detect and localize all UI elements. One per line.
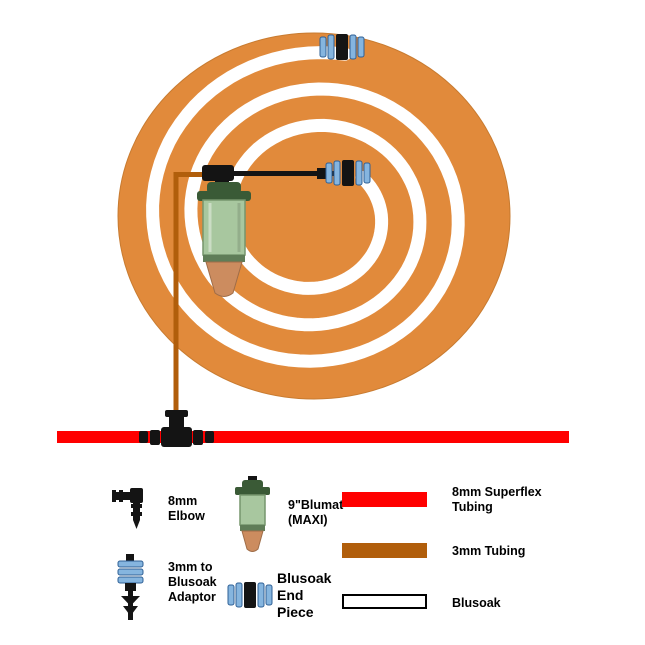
elbow-icon: [112, 486, 158, 537]
white-swatch: [342, 594, 427, 609]
legend-label-adaptor: 3mm to Blusoak Adaptor: [168, 560, 217, 604]
legend-label-superflex: 8mm Superflex Tubing: [452, 485, 542, 514]
legend-label-end-piece: Blusoak End Piece: [277, 570, 332, 620]
superflex-tubing-line: [57, 431, 569, 443]
blumat-sensor: [197, 165, 251, 297]
3mm-tubing-run: [173, 172, 206, 433]
legend-label-elbow: 8mm Elbow: [168, 494, 205, 523]
irrigation-diagram: [57, 32, 569, 447]
legend-label-blumat: 9"Blumat (MAXI): [288, 498, 344, 527]
blusoak-spiral: [146, 46, 465, 368]
tee-fitting-icon: [139, 410, 214, 447]
blumat-body: [202, 199, 246, 256]
blumat-top-elbow-icon: [202, 165, 234, 181]
legend-label-3mm-tubing: 3mm Tubing: [452, 544, 526, 558]
blumat-icon: [228, 476, 276, 559]
legend-label-blusoak: Blusoak: [452, 596, 501, 610]
end-piece-icon: [226, 580, 274, 615]
brown-swatch: [342, 543, 427, 558]
adaptor-icon: [116, 554, 146, 627]
red-swatch: [342, 492, 427, 507]
blumat-ceramic-cone: [205, 261, 243, 297]
